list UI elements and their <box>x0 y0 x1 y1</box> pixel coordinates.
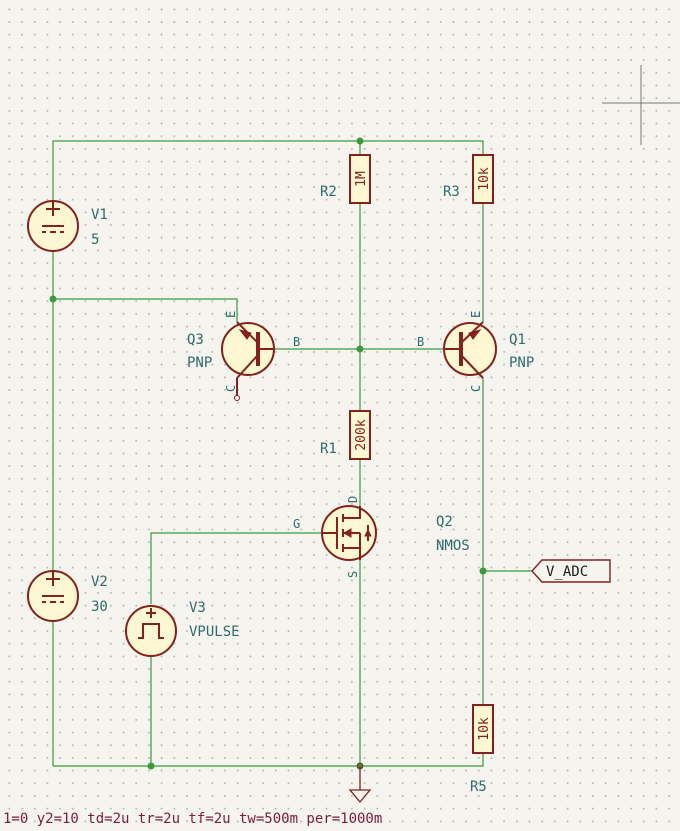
q1-base-pin-label: B <box>417 335 424 349</box>
v1-value-label: 5 <box>91 232 99 248</box>
q2-nmos-transistor[interactable] <box>321 505 377 561</box>
wire-bottom-rail <box>53 753 484 767</box>
v3-ref-label: V3 <box>189 600 206 616</box>
v2-dc-source[interactable] <box>27 570 79 622</box>
junction-dot <box>479 567 487 575</box>
r1-value-label: 200k <box>354 419 369 450</box>
r2-value-label: 1M <box>354 171 369 187</box>
q1-ref-label: Q1 <box>509 332 526 348</box>
page-corner-marker <box>602 65 680 145</box>
q1-value-label: PNP <box>509 355 534 371</box>
v-adc-net-label[interactable]: V_ADC <box>531 559 611 583</box>
q3-ref-label: Q3 <box>187 332 204 348</box>
r5-ref-label: R5 <box>470 779 487 795</box>
q3-emitter-pin-label: E <box>224 311 238 318</box>
q2-drain-pin-label: D <box>346 496 360 503</box>
v-adc-label-text: V_ADC <box>546 564 588 580</box>
junction-dot <box>356 137 364 145</box>
q1-pnp-transistor[interactable] <box>443 321 497 379</box>
junction-dot <box>147 762 155 770</box>
junction-dot <box>356 345 364 353</box>
wire-to-q3-emitter <box>53 298 238 322</box>
r3-value-label: 10k <box>477 167 492 191</box>
q3-pnp-transistor[interactable] <box>221 321 275 401</box>
r1-resistor[interactable]: 200k <box>349 410 371 460</box>
r5-resistor[interactable]: 10k <box>472 704 494 754</box>
v2-ref-label: V2 <box>91 574 108 590</box>
r2-resistor[interactable]: 1M <box>349 154 371 204</box>
r2-ref-label: R2 <box>320 184 337 200</box>
r3-ref-label: R3 <box>443 184 460 200</box>
wire-top-rail <box>52 140 484 200</box>
v3-value-label: VPULSE <box>189 624 240 640</box>
v3-pulse-source[interactable] <box>125 605 177 657</box>
q3-collector-pin-label: C <box>224 385 238 392</box>
q3-value-label: PNP <box>187 355 212 371</box>
r5-value-label: 10k <box>477 717 492 741</box>
junctions <box>49 137 487 770</box>
q1-collector-pin-label: C <box>469 385 483 392</box>
r1-ref-label: R1 <box>320 441 337 457</box>
r3-resistor[interactable]: 10k <box>472 154 494 204</box>
wire-gate <box>150 532 322 604</box>
ground-symbol <box>348 763 372 804</box>
v1-ref-label: V1 <box>91 207 108 223</box>
q1-emitter-pin-label: E <box>469 311 483 318</box>
spice-pulse-params: 1=0 y2=10 td=2u tr=2u tf=2u tw=500m per=… <box>3 811 382 827</box>
q2-value-label: NMOS <box>436 538 470 554</box>
q2-source-pin-label: S <box>346 571 360 578</box>
wires <box>52 140 532 767</box>
q3-base-pin-label: B <box>293 335 300 349</box>
q2-gate-pin-label: G <box>293 517 300 531</box>
junction-dot <box>49 295 57 303</box>
v1-dc-source[interactable] <box>27 200 79 252</box>
q2-ref-label: Q2 <box>436 514 453 530</box>
v2-value-label: 30 <box>91 599 108 615</box>
